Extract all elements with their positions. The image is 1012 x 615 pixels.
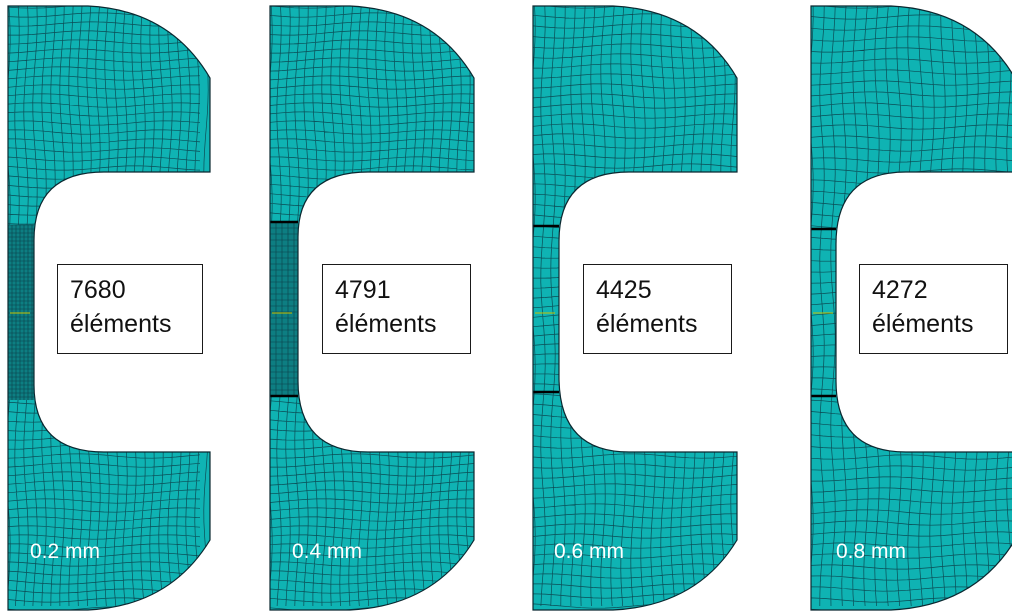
element-count-box-2: 4791 éléments [322,264,471,354]
element-count-2: 4791 [335,276,391,304]
element-unit-4: éléments [872,310,974,338]
mesh-outline-4 [810,5,1012,611]
element-count-4: 4272 [872,276,928,304]
refined-band-2 [270,222,298,396]
element-count-3: 4425 [596,276,652,304]
mesh-panel-2 [269,5,475,611]
element-unit-1: éléments [70,310,172,338]
mesh-size-label-2: 0.4 mm [292,540,363,563]
mesh-region-1 [8,6,210,610]
element-count-box-3: 4425 éléments [583,264,732,354]
element-unit-3: éléments [596,310,698,338]
mesh-panel-1 [7,5,211,611]
mesh-outline-2 [269,5,475,611]
element-count-box-1: 7680 éléments [57,264,203,354]
element-unit-2: éléments [335,310,437,338]
mesh-outline-3 [532,5,738,611]
mesh-size-label-4: 0.8 mm [836,540,907,563]
mesh-panel-3 [532,5,738,611]
mesh-size-label-3: 0.6 mm [554,540,625,563]
mesh-size-label-1: 0.2 mm [30,540,101,563]
mesh-outline-1 [7,5,211,611]
element-count-box-4: 4272 éléments [859,264,1008,354]
element-count-1: 7680 [70,276,126,304]
mesh-region-3 [533,6,737,610]
